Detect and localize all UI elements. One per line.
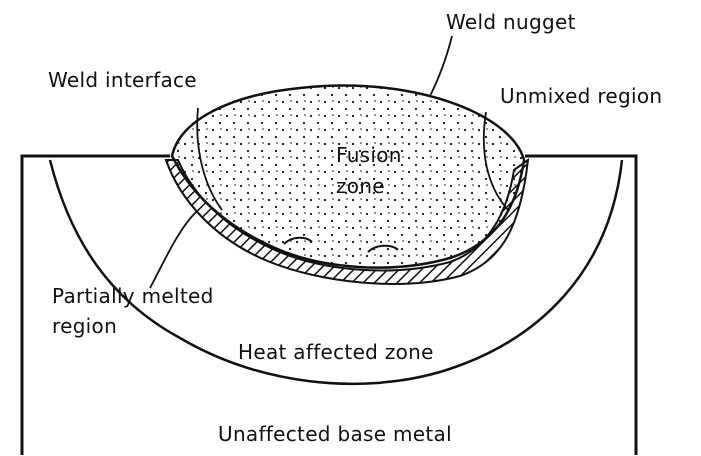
weld-nugget-leader [430,36,452,96]
unmixed-region-label: Unmixed region [500,86,662,106]
fusion-zone-label-line2: zone [336,176,385,196]
fusion-zone-label-line1: Fusion [336,145,402,165]
heat-affected-zone-label: Heat affected zone [238,342,434,362]
unaffected-base-metal-label: Unaffected base metal [218,424,452,444]
partially-melted-label-line2: region [52,316,117,336]
partially-melted-label-line1: Partially melted [52,286,214,306]
partially-melted-leader [150,212,196,288]
base-metal-right-top [525,156,636,455]
weld-interface-label: Weld interface [48,70,197,90]
weld-nugget-label: Weld nugget [446,12,576,32]
